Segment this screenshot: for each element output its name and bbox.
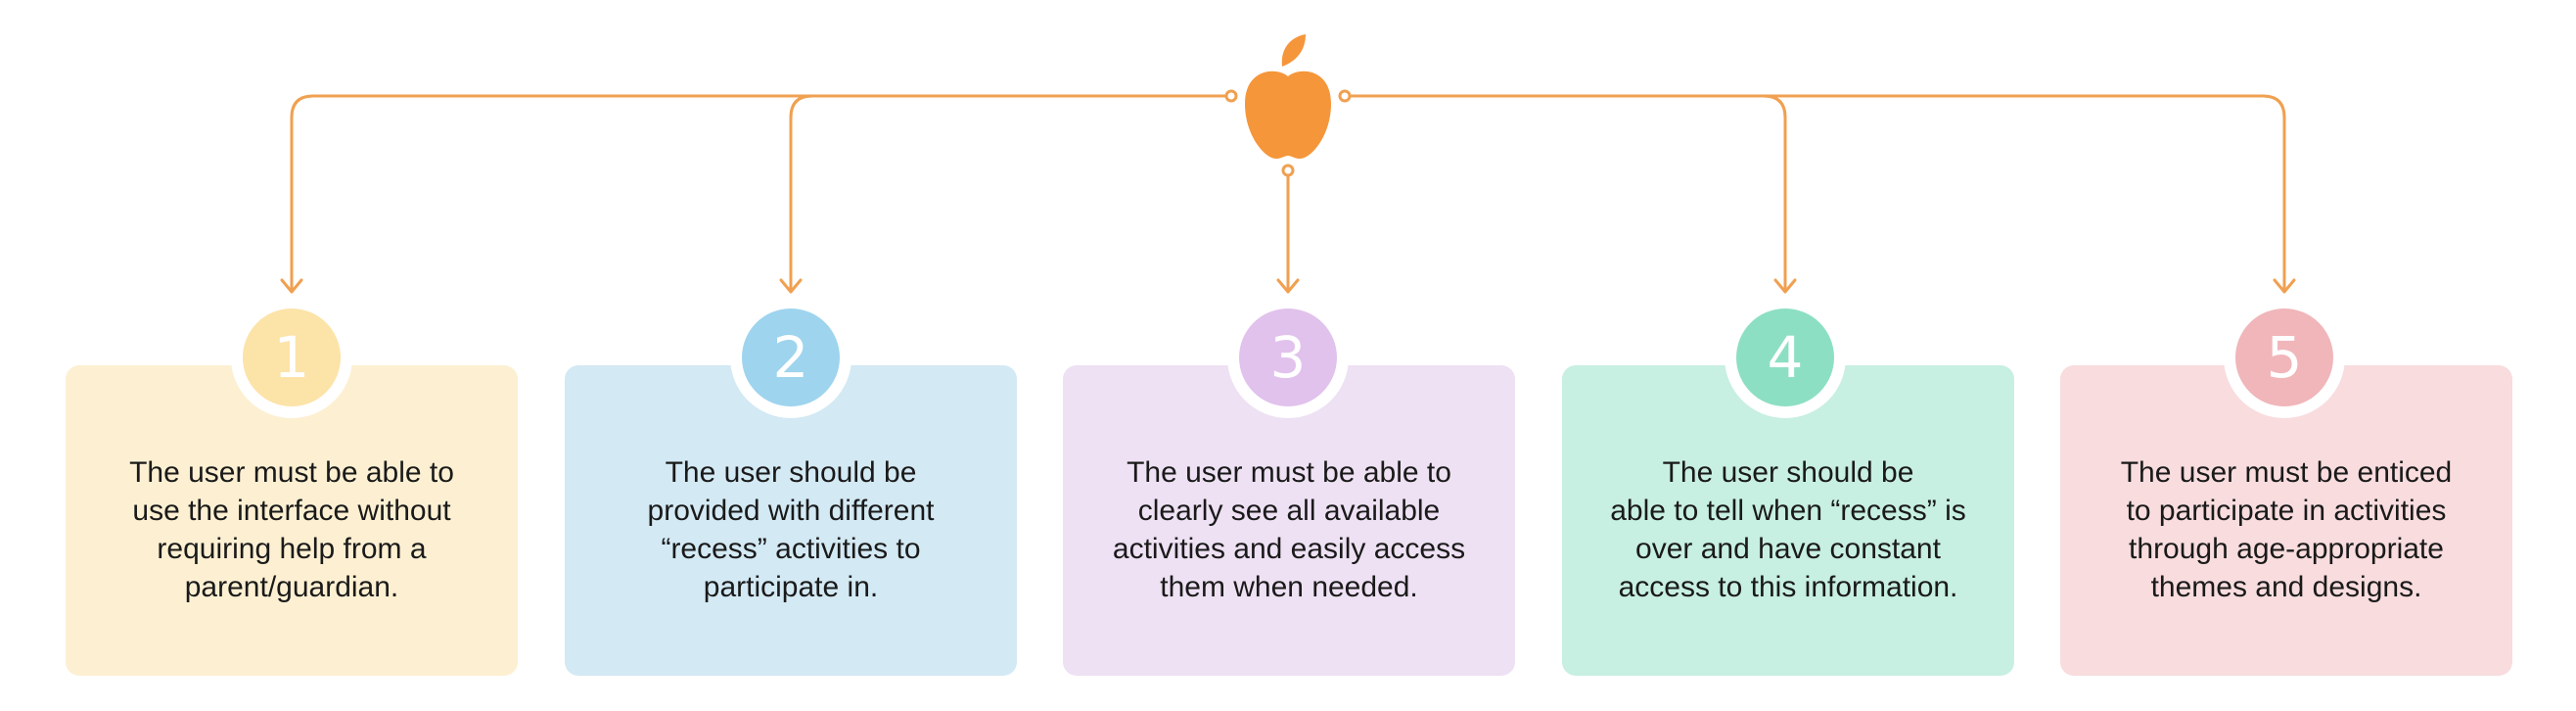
apple-body xyxy=(1245,71,1331,159)
connector-to-1 xyxy=(290,94,1231,292)
number-badge-2: 2 xyxy=(742,308,840,406)
arrowhead-5 xyxy=(2273,278,2296,294)
requirement-text-3: The user must be able to clearly see all… xyxy=(1112,456,1466,603)
connector-to-2 xyxy=(789,94,814,292)
number-badge-1: 1 xyxy=(243,308,341,406)
badge-ring-5: 5 xyxy=(2224,297,2345,418)
badge-ring-2: 2 xyxy=(730,297,851,418)
connector-endpoints xyxy=(1224,89,1352,177)
requirement-text-5: The user must be enticed to participate … xyxy=(2120,456,2453,603)
requirement-text-4: The user should be able to tell when “re… xyxy=(1610,456,1966,603)
number-badge-5: 5 xyxy=(2235,308,2333,406)
arrowhead-3 xyxy=(1276,278,1300,294)
arrowhead-1 xyxy=(280,278,303,294)
badge-ring-4: 4 xyxy=(1725,297,1846,418)
arrowhead-4 xyxy=(1773,278,1797,294)
connector-to-4 xyxy=(1762,94,1787,292)
apple-leaf xyxy=(1281,34,1306,67)
requirement-text-2: The user should be provided with differe… xyxy=(647,456,935,603)
badge-ring-3: 3 xyxy=(1227,297,1349,418)
number-badge-3: 3 xyxy=(1239,308,1337,406)
number-badge-4: 4 xyxy=(1736,308,1834,406)
endpoint-left xyxy=(1224,89,1238,103)
endpoint-bottom xyxy=(1281,164,1295,177)
requirement-text-1: The user must be able to use the interfa… xyxy=(129,456,454,603)
arrowhead-2 xyxy=(779,278,803,294)
connector-to-5 xyxy=(1345,94,2286,292)
connector-paths xyxy=(280,94,2296,294)
badge-ring-1: 1 xyxy=(231,297,352,418)
endpoint-right xyxy=(1338,89,1352,103)
apple-icon xyxy=(1245,34,1331,159)
